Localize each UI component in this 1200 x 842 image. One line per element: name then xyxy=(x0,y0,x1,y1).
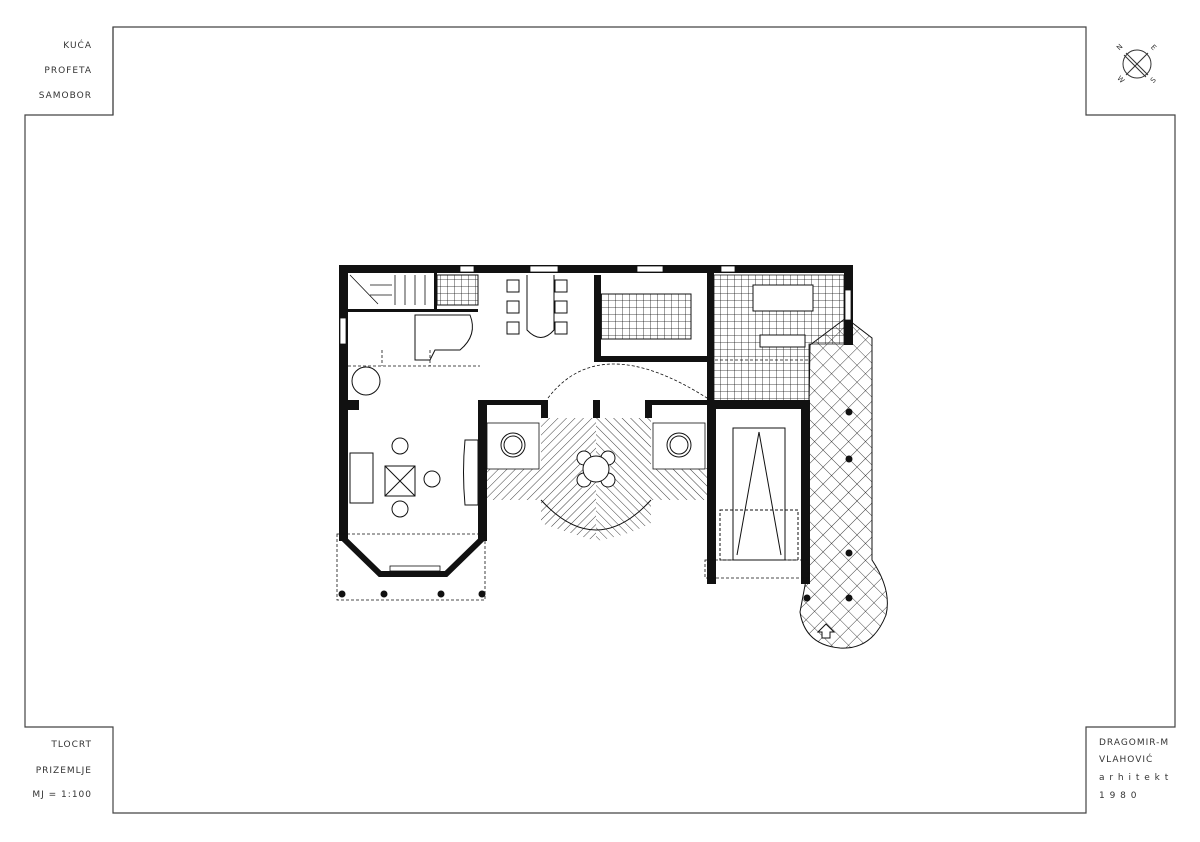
floor-label: PRIZEMLJE xyxy=(35,766,92,776)
architect-name-line2: VLAHOVIĆ xyxy=(1099,755,1154,765)
project-label-line2: PROFETA xyxy=(44,66,92,76)
project-label-line3: SAMOBOR xyxy=(38,91,92,101)
entrance-arrow-icon xyxy=(816,623,836,639)
project-label-line1: KUĆA xyxy=(63,41,92,51)
sheet-frame xyxy=(24,26,1176,814)
scale-label: MJ = 1:100 xyxy=(32,790,92,800)
terrace xyxy=(486,418,707,541)
garage xyxy=(719,427,799,561)
drawing-type-label: TLOCRT xyxy=(51,740,92,750)
round-table-icon xyxy=(576,450,616,488)
architect-name-line1: DRAGOMIR-M xyxy=(1099,738,1170,748)
compass-icon xyxy=(1122,49,1152,79)
bay-window xyxy=(340,535,486,577)
columns xyxy=(338,408,853,602)
year-label: 1 9 8 0 xyxy=(1099,791,1138,801)
paved-path xyxy=(799,317,888,649)
stairs xyxy=(349,274,426,305)
architect-title: a r h i t e k t xyxy=(1099,773,1170,783)
